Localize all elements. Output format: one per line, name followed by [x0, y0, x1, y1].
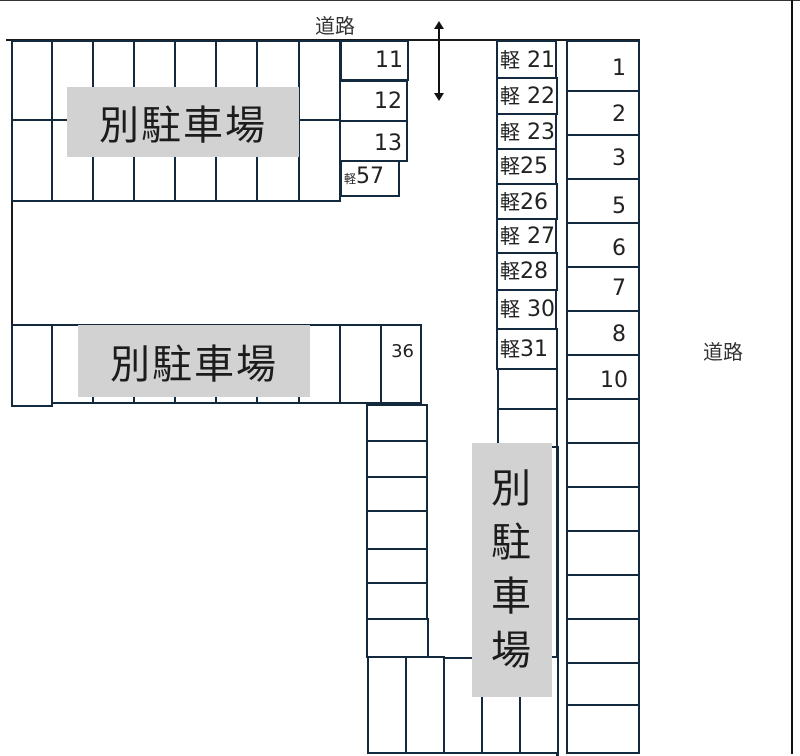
road-label-top: 道路 — [315, 14, 355, 38]
stall-kei-28[interactable]: 軽28 — [496, 252, 558, 291]
stall[interactable] — [366, 440, 428, 478]
stall[interactable] — [11, 40, 53, 121]
stall[interactable] — [566, 442, 640, 488]
double-arrow-icon — [434, 21, 444, 101]
stall-kei-30[interactable]: 軽 30 — [496, 289, 557, 330]
frame-right-border — [791, 0, 793, 754]
stall-kei-57[interactable]: 軽57 — [340, 160, 400, 197]
stall-12[interactable]: 12 — [339, 80, 408, 122]
stall[interactable] — [566, 486, 640, 532]
lot-label-top-left: 別駐車場 — [67, 87, 299, 157]
stall-3[interactable]: 3 — [566, 134, 640, 180]
stall[interactable] — [367, 656, 407, 754]
lot-label-bottom-center: 別 駐 車 場 — [472, 443, 552, 697]
stall-6[interactable]: 6 — [566, 222, 640, 268]
stall[interactable] — [11, 324, 53, 407]
stall-kei-31[interactable]: 軽31 — [496, 328, 558, 370]
stall[interactable] — [11, 119, 53, 202]
stall[interactable] — [497, 408, 558, 448]
stall[interactable] — [366, 510, 428, 550]
stall-kei-27[interactable]: 軽 27 — [496, 218, 557, 254]
stall[interactable] — [566, 704, 640, 754]
stall-5[interactable]: 5 — [566, 178, 640, 224]
stall-kei-26[interactable]: 軽26 — [496, 183, 558, 220]
stall[interactable] — [366, 548, 428, 584]
stall-8[interactable]: 8 — [566, 310, 640, 356]
stall[interactable] — [566, 662, 640, 706]
stall[interactable] — [298, 119, 341, 202]
road-label-right: 道路 — [703, 340, 743, 364]
stall[interactable] — [366, 582, 428, 620]
stall-1[interactable]: 1 — [566, 40, 640, 92]
stall-kei-21[interactable]: 軽 21 — [496, 40, 557, 79]
stall-kei-23[interactable]: 軽 23 — [496, 113, 557, 150]
stall-11[interactable]: 11 — [340, 40, 409, 81]
stall[interactable] — [366, 404, 428, 442]
frame-top-border — [0, 0, 800, 1]
stall[interactable] — [566, 398, 640, 444]
stall[interactable] — [405, 656, 445, 754]
stall-10[interactable]: 10 — [566, 354, 640, 400]
stall[interactable] — [497, 368, 558, 410]
stall-2[interactable]: 2 — [566, 90, 640, 136]
stall[interactable] — [366, 476, 428, 512]
stall-13[interactable]: 13 — [339, 120, 408, 162]
left-boundary-line — [11, 117, 13, 327]
stall[interactable] — [566, 574, 640, 620]
stall-kei-25[interactable]: 軽25 — [496, 148, 557, 185]
stall[interactable] — [566, 618, 640, 664]
column-divider-line — [556, 446, 559, 756]
stall[interactable] — [366, 618, 429, 658]
stall[interactable] — [339, 324, 382, 404]
stall-kei-22[interactable]: 軽 22 — [496, 77, 558, 115]
stall[interactable] — [298, 40, 341, 121]
stall-7[interactable]: 7 — [566, 266, 640, 312]
stall[interactable] — [566, 530, 640, 576]
stall-36[interactable]: 36 — [380, 324, 422, 404]
lot-label-middle-left: 別駐車場 — [78, 325, 310, 397]
